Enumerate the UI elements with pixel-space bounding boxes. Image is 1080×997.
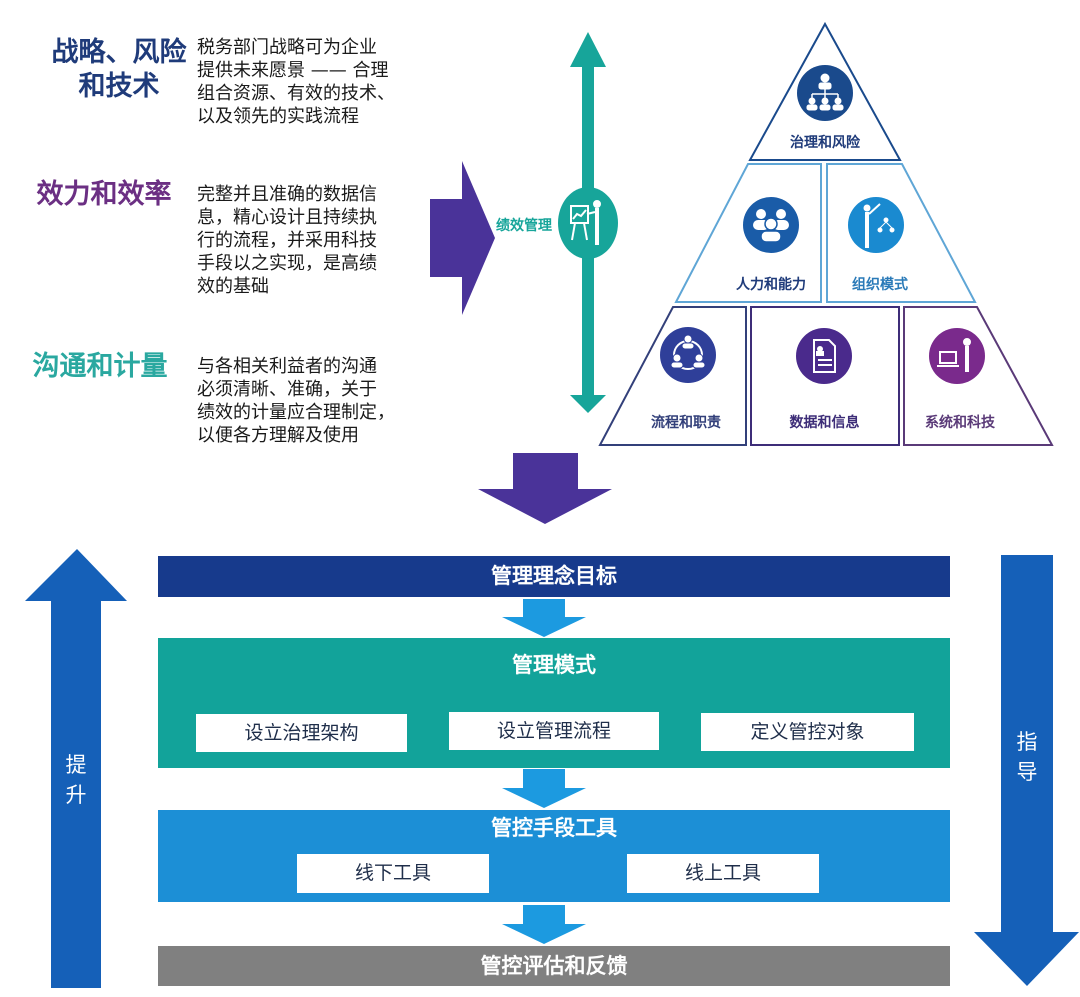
people-group-icon [753, 209, 789, 243]
flow-arrow-2 [502, 769, 586, 808]
desc-line: 提供未来愿景 —— 合理 [197, 60, 389, 81]
effectiveness-efficiency-desc: 完整并且准确的数据信 息，精心设计且持续执 行的流程，并采用科技 手段以之实现，… [197, 183, 419, 298]
flow-arrow-1 [502, 599, 586, 637]
performance-management-label: 绩效管理 [496, 218, 552, 234]
document-icon [813, 339, 836, 373]
desc-line: 税务部门战略可为企业 [197, 37, 377, 58]
desc-line: 必须清晰、准确，关于 [197, 379, 377, 400]
label-char: 指 [1016, 730, 1038, 754]
team-cycle-icon-bg [660, 327, 716, 383]
pyramid-label-people-capability: 人力和能力 [736, 277, 806, 293]
control-tools-title: 管控手段工具 [491, 816, 617, 840]
desc-line: 绩效的计量应合理制定， [197, 402, 395, 423]
desc-line: 完整并且准确的数据信 [197, 184, 377, 205]
right-down-arrow [974, 555, 1079, 986]
tools-box-online: 线上工具 [627, 854, 819, 893]
desc-line: 组合资源、有效的技术、 [197, 83, 395, 104]
pyramid-label-operating-model: 组织模式 [852, 277, 908, 293]
label-char: 提 [65, 753, 87, 777]
management-goal-bar: 管理理念目标 [158, 556, 950, 597]
evaluation-feedback-bar: 管控评估和反馈 [158, 946, 950, 986]
tools-box-offline: 线下工具 [297, 854, 489, 893]
presentation-icon [570, 200, 601, 245]
purple-down-arrow [478, 453, 612, 524]
pyramid-label-systems-technology: 系统和科技 [925, 415, 995, 431]
team-cycle-icon [670, 334, 706, 370]
title-line: 和技术 [78, 71, 160, 102]
pyramid-label-process-roles: 流程和职责 [651, 415, 721, 431]
presenter-org-icon-bg [848, 197, 904, 253]
title-line: 战略、风险 [51, 37, 187, 68]
communication-measurement-desc: 与各相关利益者的沟通 必须清晰、准确，关于 绩效的计量应合理制定， 以便各方理解… [197, 355, 419, 447]
mode-box-control-objects: 定义管控对象 [701, 713, 914, 751]
pyramid-label-governance-risk: 治理和风险 [790, 135, 860, 151]
strategy-risk-tech-title: 战略、风险 和技术 [44, 36, 194, 104]
pyramid-label-data-information: 数据和信息 [789, 415, 860, 431]
desc-line: 以及领先的实践流程 [197, 106, 359, 127]
mode-box-governance-structure: 设立治理架构 [196, 714, 407, 752]
effectiveness-efficiency-title: 效力和效率 [36, 179, 172, 210]
desc-line: 与各相关利益者的沟通 [197, 356, 377, 377]
label-char: 导 [1016, 760, 1038, 784]
desc-line: 行的流程，并采用科技 [197, 230, 377, 251]
presenter-org-icon [863, 203, 895, 248]
desc-line: 以便各方理解及使用 [197, 425, 359, 446]
management-mode-title: 管理模式 [512, 653, 596, 677]
laptop-person-icon [937, 338, 971, 372]
purple-right-arrow [430, 161, 495, 315]
desc-line: 息，精心设计且持续执 [197, 207, 377, 228]
desc-line: 效的基础 [197, 276, 269, 297]
left-arrow-label: 提 升 [61, 750, 91, 810]
left-up-arrow [25, 549, 127, 988]
strategy-risk-tech-desc: 税务部门战略可为企业 提供未来愿景 —— 合理 组合资源、有效的技术、 以及领先… [197, 36, 419, 128]
flow-arrow-3 [502, 905, 586, 944]
label-char: 升 [65, 783, 87, 807]
desc-line: 手段以之实现，是高绩 [197, 253, 377, 274]
right-arrow-label: 指 导 [1012, 727, 1042, 787]
communication-measurement-title: 沟通和计量 [32, 351, 168, 382]
org-chart-icon [806, 73, 844, 111]
mode-box-management-process: 设立管理流程 [449, 712, 659, 750]
